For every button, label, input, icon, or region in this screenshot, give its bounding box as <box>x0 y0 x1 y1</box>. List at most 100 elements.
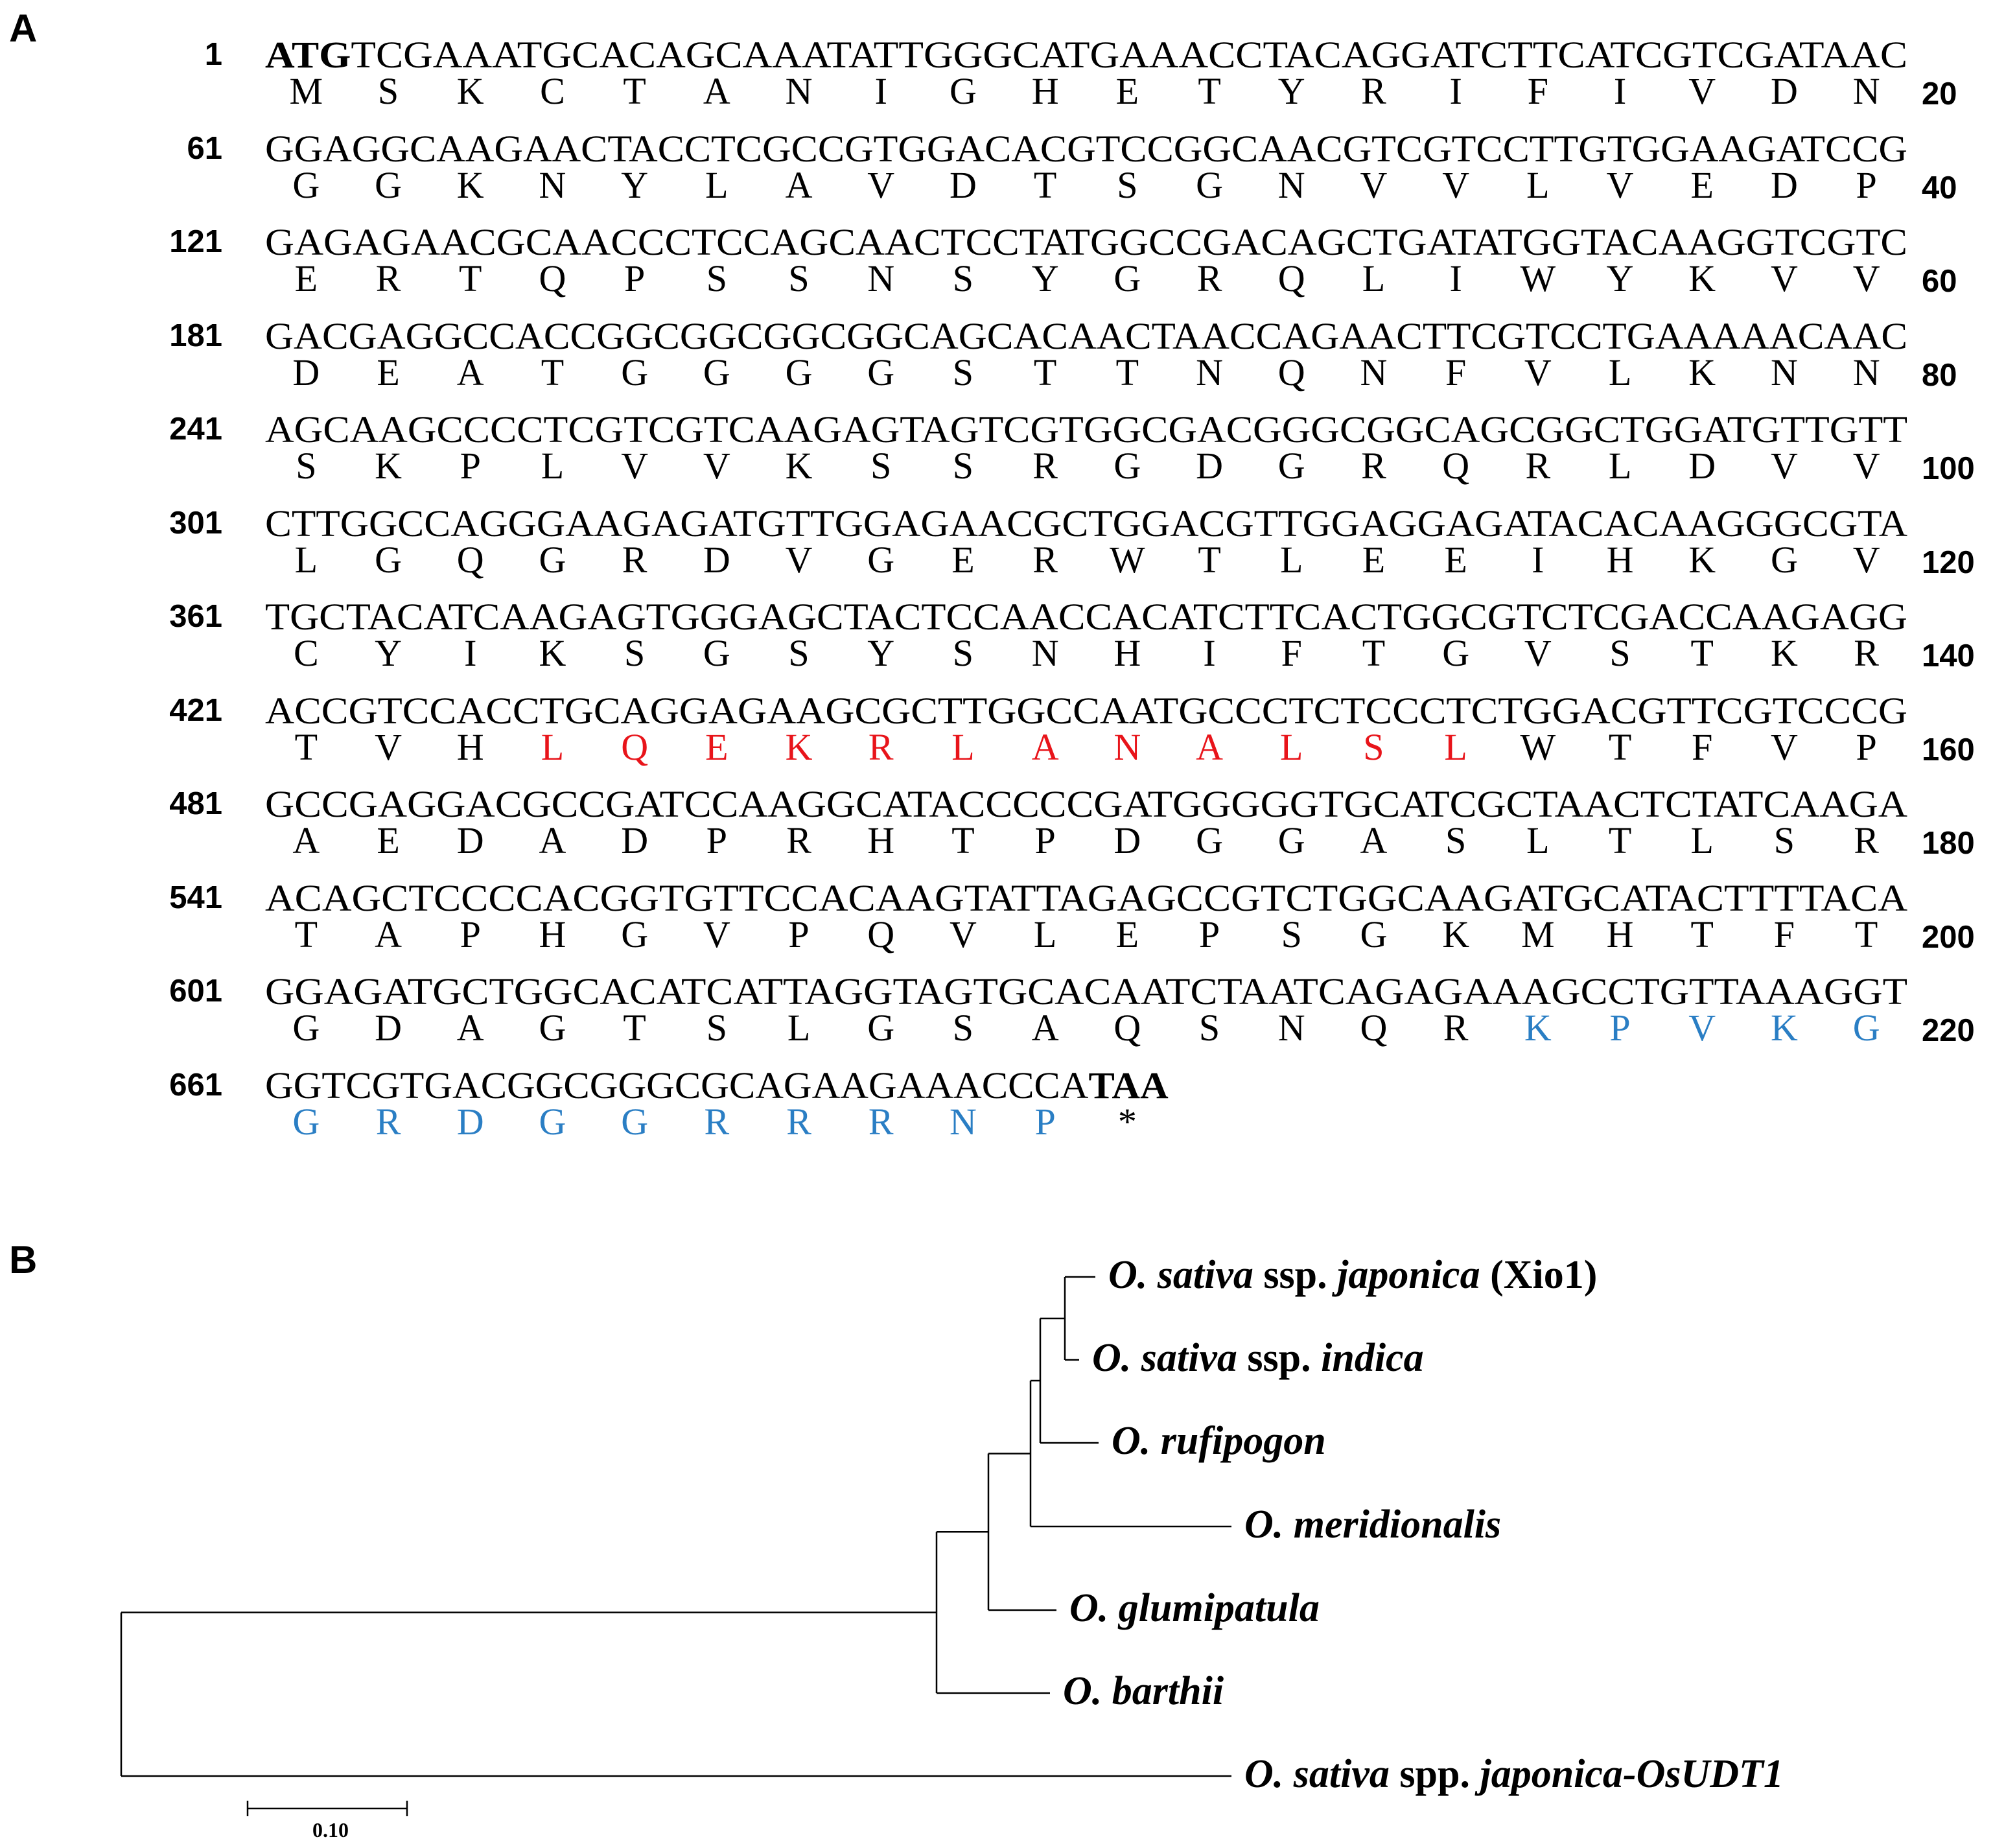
amino-acid-residue: G <box>785 351 813 393</box>
scale-bar-label: 0.10 <box>312 1818 349 1842</box>
amino-acid-residue: S <box>870 445 892 487</box>
amino-acid-residue: R <box>1361 70 1386 112</box>
taxon-label-rufipogon: O. rufipogon <box>1112 1421 1326 1461</box>
amino-acid-residue: L <box>1526 819 1550 861</box>
amino-acid-residue: S <box>1609 632 1631 674</box>
amino-acid-residue: R <box>1196 257 1222 299</box>
amino-acid-residue: T <box>294 725 318 768</box>
amino-acid-residue: S <box>296 445 317 487</box>
amino-acid-residue: P <box>1198 913 1220 955</box>
amino-acid-residue: R <box>704 1100 730 1143</box>
amino-acid-residue: S <box>1198 1007 1220 1049</box>
amino-acid-residue: D <box>1688 445 1716 487</box>
amino-acid-residue: W <box>1520 257 1556 299</box>
nucleotide-bases: GGAGATGCTGGCACATCATTAGGTAGTGCACAATCTAATC… <box>265 970 1907 1012</box>
amino-acid-residue: Q <box>1277 257 1305 299</box>
amino-acid-residue: D <box>1196 445 1223 487</box>
taxon-label-part: ssp. <box>1237 1336 1322 1380</box>
amino-acid-residue: L <box>1526 163 1550 206</box>
amino-acid-residue: P <box>788 913 810 955</box>
amino-acid-residue: G <box>1196 819 1223 861</box>
amino-acid-residue: E <box>1362 538 1386 581</box>
amino-acid-residue: S <box>952 1007 974 1049</box>
amino-acid-residue: N <box>867 257 895 299</box>
amino-acid-residue: V <box>1688 70 1716 112</box>
amino-acid-residue: V <box>703 445 730 487</box>
taxon-label-part: O. barthii <box>1063 1669 1224 1713</box>
amino-acid-residue: L <box>787 1007 811 1049</box>
amino-acid-residue: V <box>621 445 649 487</box>
amino-acid-residue: Q <box>1113 1007 1141 1049</box>
amino-acid-residue: E <box>294 257 318 299</box>
amino-acid-residue: N <box>1277 1007 1305 1049</box>
taxon-label-part: japonica-OsUDT1 <box>1480 1752 1784 1796</box>
amino-acid-residue: G <box>1113 445 1141 487</box>
amino-acid-residue: G <box>703 351 730 393</box>
taxon-label-part: (Xio1) <box>1480 1253 1598 1297</box>
amino-acid-residue: V <box>949 913 977 955</box>
amino-acid-residue: G <box>292 163 320 206</box>
amino-acid-residue: P <box>1856 163 1877 206</box>
amino-acid-residue: A <box>1196 725 1223 768</box>
amino-acid-residue: G <box>867 1007 895 1049</box>
taxon-label-part: japonica <box>1337 1253 1480 1297</box>
amino-acid-residue: T <box>1854 913 1878 955</box>
amino-acid-residue: N <box>1196 351 1223 393</box>
amino-acid-residue: G <box>1277 819 1305 861</box>
aa-position-label: 120 <box>1922 544 1975 580</box>
amino-acid-residue: A <box>1031 1007 1059 1049</box>
amino-acid-residue: K <box>1770 1007 1798 1049</box>
amino-acid-residue: V <box>703 913 730 955</box>
amino-acid-residue: K <box>1688 351 1716 393</box>
amino-acid-residue: L <box>705 163 728 206</box>
amino-acid-residue: T <box>1608 819 1632 861</box>
stop-symbol: * <box>1117 1100 1137 1143</box>
amino-acid-residue: S <box>952 632 974 674</box>
amino-acid-residue: S <box>1117 163 1138 206</box>
amino-acid-residue: Q <box>621 725 649 768</box>
amino-acid-residue: G <box>1770 538 1798 581</box>
amino-acid-residue: H <box>1031 70 1059 112</box>
taxon-label-part: O. sativa <box>1108 1253 1253 1297</box>
amino-acid-residue: S <box>1773 819 1795 861</box>
amino-acid-residue: M <box>1521 913 1555 955</box>
amino-acid-residue: T <box>459 257 482 299</box>
amino-acid-residue: P <box>460 913 481 955</box>
amino-acid-residue: E <box>377 819 400 861</box>
amino-acid-residue: P <box>706 819 727 861</box>
nucleotide-sequence-line: ATGTCGAAATGCACAGCAAATATTGGGCATGAAACCTACA… <box>265 36 1907 74</box>
nt-position-label: 661 <box>169 1067 222 1103</box>
amino-acid-residue: A <box>456 351 484 393</box>
amino-acid-residue: G <box>539 1100 566 1143</box>
amino-acid-residue: Y <box>1277 70 1305 112</box>
nucleotide-sequence-line: GAGAGAACGCAACCCTCCAGCAACTCCTATGGCCGACAGC… <box>265 224 1907 261</box>
amino-acid-residue: K <box>1524 1007 1552 1049</box>
amino-acid-residue: V <box>1442 163 1470 206</box>
aa-position-label: 80 <box>1922 357 1957 393</box>
amino-acid-residue: D <box>949 163 977 206</box>
amino-acid-residue: H <box>1113 632 1141 674</box>
amino-acid-residue: D <box>703 538 730 581</box>
amino-acid-residue: K <box>539 632 566 674</box>
amino-acid-residue: R <box>1854 819 1879 861</box>
amino-acid-residue: R <box>1854 632 1879 674</box>
amino-acid-residue: T <box>1690 632 1714 674</box>
amino-acid-residue: M <box>289 70 323 112</box>
nucleotide-sequence-line: AGCAAGCCCCTCGTCGTCAAGAGTAGTCGTGGCGACGGGC… <box>265 411 1907 449</box>
amino-acid-residue: F <box>1445 351 1467 393</box>
amino-acid-residue: F <box>1527 70 1548 112</box>
amino-acid-residue: S <box>706 257 727 299</box>
amino-acid-residue: S <box>788 632 810 674</box>
nucleotide-bases: AGCAAGCCCCTCGTCGTCAAGAGTAGTCGTGGCGACGGGC… <box>265 408 1907 450</box>
nt-position-label: 601 <box>169 974 222 1009</box>
aa-position-label: 40 <box>1922 170 1957 205</box>
amino-acid-residue: H <box>1606 913 1634 955</box>
amino-acid-residue: P <box>1856 725 1877 768</box>
amino-acid-residue: V <box>1852 257 1880 299</box>
taxon-label-japonica-xio1: O. sativa ssp. japonica (Xio1) <box>1108 1255 1597 1295</box>
amino-acid-residue: D <box>621 819 649 861</box>
amino-acid-residue: K <box>456 70 484 112</box>
aa-position-label: 220 <box>1922 1013 1975 1048</box>
aa-position-label: 60 <box>1922 264 1957 299</box>
